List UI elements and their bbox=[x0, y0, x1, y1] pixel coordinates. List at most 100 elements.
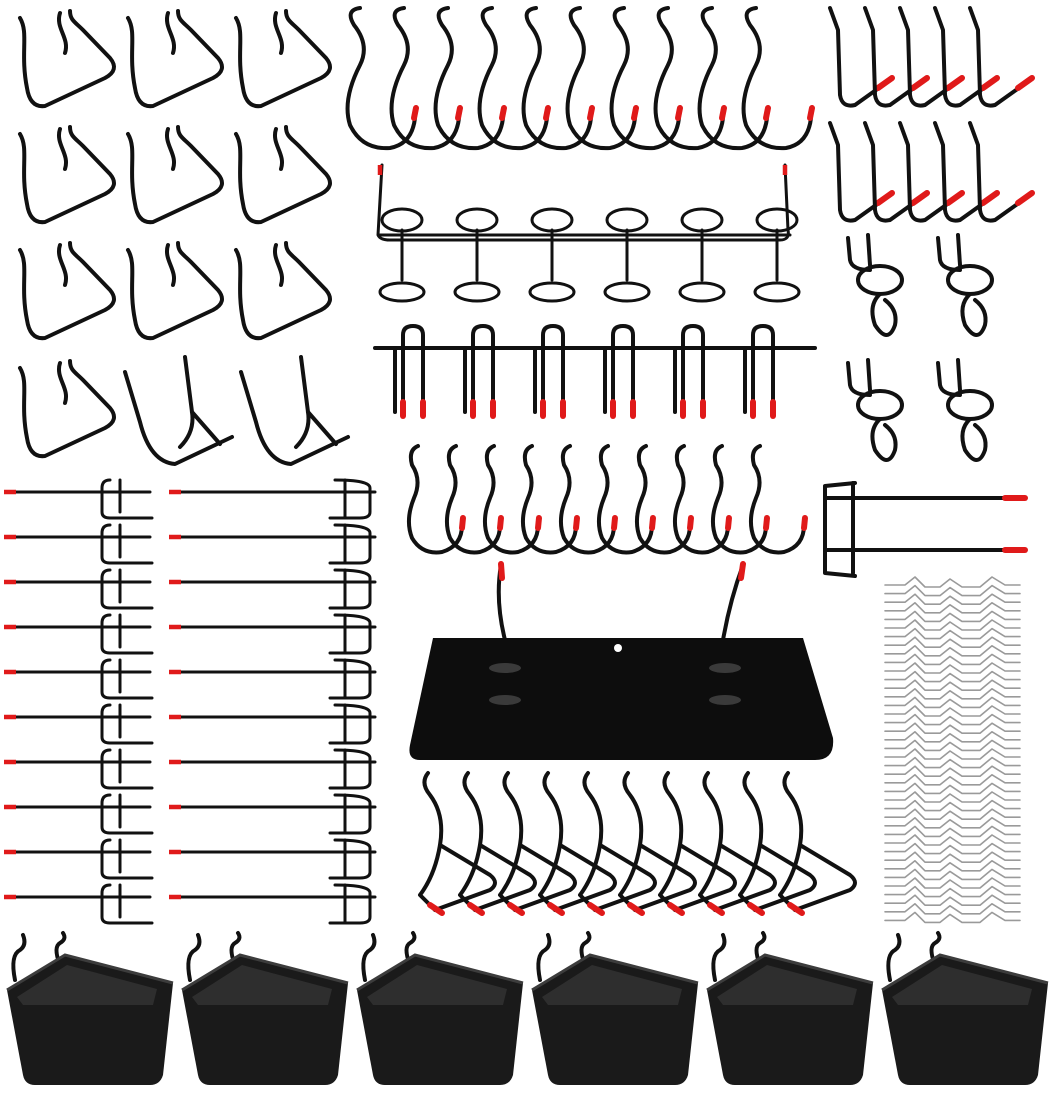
pegboard-lock-icon bbox=[884, 731, 1021, 743]
bent-hook-icon bbox=[18, 359, 116, 459]
s-hooks-middle-group bbox=[407, 444, 808, 555]
screwdriver-loop-icon bbox=[453, 207, 501, 303]
bin-icon bbox=[356, 931, 524, 1085]
ring-hooks-group bbox=[846, 233, 994, 462]
j-hook-icon bbox=[898, 6, 965, 108]
pegboard-lock-icon bbox=[884, 748, 1021, 760]
s-hook-icon bbox=[483, 444, 542, 555]
shelf-icon bbox=[409, 561, 834, 760]
l-hook-icon bbox=[418, 771, 497, 916]
straight-hook-icon bbox=[4, 568, 154, 610]
s-hook-icon bbox=[609, 6, 683, 151]
straight-hook-icon bbox=[169, 613, 377, 655]
s-hook-icon bbox=[673, 444, 732, 555]
screwdriver-loop-icon bbox=[528, 207, 576, 303]
s-hook-icon bbox=[635, 444, 694, 555]
pegboard-lock-icon bbox=[884, 791, 1021, 803]
u-hook-icon bbox=[673, 324, 706, 419]
pegboard-lock-icon bbox=[884, 576, 1021, 588]
bin-icon bbox=[881, 931, 1049, 1085]
l-hook-icon bbox=[578, 771, 657, 916]
pegboard-lock-icon bbox=[884, 713, 1021, 726]
j-hook-icon bbox=[898, 121, 965, 223]
pegboard-lock-icon bbox=[884, 911, 1021, 924]
j-hook-icon bbox=[933, 121, 1000, 223]
pegboard-lock-icon bbox=[884, 610, 1021, 623]
ring-hook-icon bbox=[846, 358, 904, 462]
straight-hook-icon bbox=[169, 748, 377, 790]
straight-hook-icon bbox=[4, 613, 154, 655]
bent-hook-icon bbox=[126, 125, 224, 225]
pegboard-lock-icon bbox=[884, 799, 1021, 812]
j-hook-icon bbox=[828, 6, 895, 108]
pegboard-lock-icon bbox=[884, 834, 1021, 846]
screwdriver-loop-icon bbox=[678, 207, 726, 303]
u-hook-icon bbox=[393, 324, 426, 419]
ring-hook-icon bbox=[936, 358, 994, 462]
pegboard-lock-icon bbox=[884, 825, 1021, 838]
bent-hook-spread-icon bbox=[123, 355, 234, 466]
pegboard-lock-icon bbox=[884, 756, 1021, 769]
s-hooks-top-group bbox=[345, 6, 815, 151]
s-hook-icon bbox=[433, 6, 507, 151]
pegboard-lock-icon bbox=[884, 670, 1021, 683]
j-hook-icon bbox=[828, 121, 895, 223]
pegboard-lock-icon bbox=[884, 645, 1021, 657]
s-hook-icon bbox=[389, 6, 463, 151]
bent-hook-icon bbox=[234, 241, 332, 341]
bent-hook-icon bbox=[18, 125, 116, 225]
l-hook-icon bbox=[458, 771, 537, 916]
straight-hook-icon bbox=[4, 703, 154, 745]
pegboard-lock-icon bbox=[884, 619, 1021, 631]
straight-hook-icon bbox=[4, 838, 154, 880]
bent-hook-icon bbox=[18, 9, 116, 109]
bent-hook-icon bbox=[234, 9, 332, 109]
double-prong-hook-icon bbox=[823, 481, 1028, 578]
u-hook-icon bbox=[743, 324, 776, 419]
straight-hook-icon bbox=[169, 793, 377, 835]
s-hook-icon bbox=[749, 444, 808, 555]
pegboard-lock-icon bbox=[884, 774, 1021, 786]
ring-hook-icon bbox=[846, 233, 904, 337]
l-hooks-group bbox=[418, 771, 857, 916]
pegboard-lock-icon bbox=[884, 679, 1021, 691]
s-hook-icon bbox=[477, 6, 551, 151]
pegboard-lock-icon bbox=[884, 722, 1021, 734]
pegboard-lock-icon bbox=[884, 739, 1021, 752]
straight-hook-icon bbox=[169, 568, 377, 610]
u-hook-icon bbox=[533, 324, 566, 419]
straight-hook-icon bbox=[169, 523, 377, 565]
screwdriver-holder bbox=[376, 163, 801, 303]
bent-hook-icon bbox=[18, 241, 116, 341]
pegboard-lock-icon bbox=[884, 808, 1021, 820]
j-hook-icon bbox=[968, 6, 1035, 108]
straight-hook-icon bbox=[169, 658, 377, 700]
s-hook-icon bbox=[741, 6, 815, 151]
s-hook-icon bbox=[445, 444, 504, 555]
s-hook-icon bbox=[697, 6, 771, 151]
pegboard-lock-icon bbox=[884, 859, 1021, 872]
pegboard-lock-icon bbox=[884, 877, 1021, 889]
u-hook-icon bbox=[463, 324, 496, 419]
s-hook-icon bbox=[711, 444, 770, 555]
straight-hook-icon bbox=[4, 793, 154, 835]
straight-hook-icon bbox=[169, 703, 377, 745]
j-hook-icon bbox=[968, 121, 1035, 223]
s-hook-icon bbox=[521, 444, 580, 555]
l-hook-icon bbox=[778, 771, 857, 916]
s-hook-icon bbox=[345, 6, 419, 151]
pegboard-lock-icon bbox=[884, 593, 1021, 606]
screwdriver-loop-icon bbox=[378, 207, 426, 303]
pegboard-lock-icon bbox=[884, 584, 1021, 597]
pegboard-lock-icon bbox=[884, 842, 1021, 855]
l-hook-icon bbox=[738, 771, 817, 916]
s-hook-icon bbox=[565, 6, 639, 151]
pegboard-lock-icon bbox=[884, 765, 1021, 777]
pegboard-lock-icon bbox=[884, 894, 1021, 907]
bins-group bbox=[6, 931, 1049, 1085]
s-hook-icon bbox=[559, 444, 618, 555]
straight-hook-icon bbox=[4, 748, 154, 790]
pegboard-lock-icon bbox=[884, 696, 1021, 709]
l-hook-icon bbox=[498, 771, 577, 916]
